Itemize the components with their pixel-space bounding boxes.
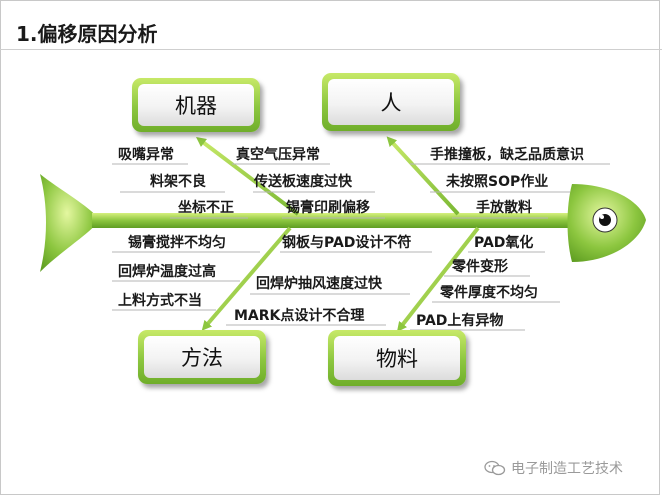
bone-material	[396, 226, 480, 332]
category-label-method: 方法	[144, 336, 260, 378]
category-box-method: 方法	[138, 330, 266, 384]
fish-eye-highlight	[600, 215, 604, 219]
category-box-machine: 机器	[132, 78, 260, 132]
cause-material-4: PAD上有异物	[416, 313, 504, 329]
bone-method	[201, 226, 292, 331]
category-label-man: 人	[328, 79, 454, 125]
title-divider	[0, 49, 662, 50]
fish-spine	[92, 213, 582, 228]
cause-man-3: 手放散料	[476, 200, 532, 216]
category-label-material: 物料	[334, 336, 460, 380]
method-cause-lines	[112, 251, 432, 326]
cause-method-1: 锡膏搅拌不均匀	[128, 235, 226, 251]
page-title: 1.偏移原因分析	[16, 22, 158, 46]
machine-cause-lines	[112, 163, 385, 219]
cause-method-4: 回焊炉抽风速度过快	[256, 276, 382, 292]
category-box-material: 物料	[328, 330, 466, 386]
category-label-machine: 机器	[138, 84, 254, 126]
cause-method-2: 钢板与PAD设计不符	[282, 235, 412, 251]
bone-machine	[196, 136, 300, 216]
cause-material-2: 零件变形	[452, 259, 508, 275]
fish-tail	[40, 174, 100, 272]
cause-machine-2: 真空气压异常	[236, 147, 320, 163]
watermark-text: 电子制造工艺技术	[511, 461, 623, 477]
cause-machine-6: 锡膏印刷偏移	[286, 200, 370, 216]
wechat-icon	[484, 460, 506, 476]
man-cause-lines	[410, 163, 610, 219]
cause-material-3: 零件厚度不均匀	[440, 285, 538, 301]
cause-machine-5: 坐标不正	[178, 200, 234, 216]
cause-man-1: 手推撞板，缺乏品质意识	[430, 147, 584, 163]
category-box-man: 人	[322, 73, 460, 131]
bone-man	[386, 136, 460, 216]
cause-method-6: MARK点设计不合理	[234, 308, 365, 324]
cause-machine-4: 传送板速度过快	[254, 174, 352, 190]
watermark: 电子制造工艺技术	[484, 458, 623, 478]
cause-man-2: 未按照SOP作业	[446, 174, 549, 190]
cause-machine-3: 料架不良	[150, 174, 206, 190]
cause-material-1: PAD氧化	[474, 235, 534, 251]
cause-method-5: 上料方式不当	[118, 293, 202, 309]
cause-machine-1: 吸嘴异常	[118, 147, 174, 163]
cause-method-3: 回焊炉温度过高	[118, 264, 216, 280]
